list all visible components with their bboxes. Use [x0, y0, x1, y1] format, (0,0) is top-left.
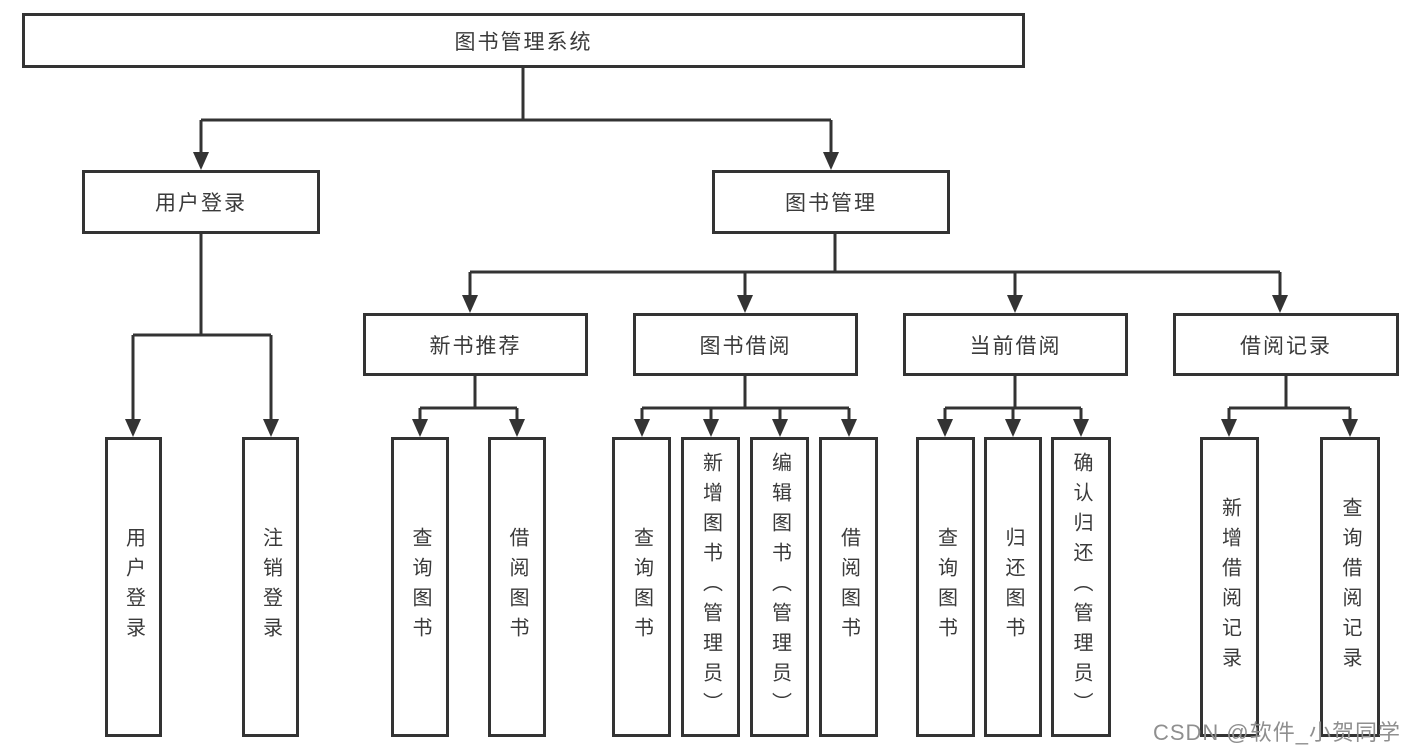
node-leaf-logout: 注销登录	[242, 437, 299, 737]
arrowhead-icon	[263, 419, 279, 437]
node-leaf-query-books-rec: 查询图书	[391, 437, 449, 737]
arrowhead-icon	[737, 295, 753, 313]
node-label-leaf-query-books-borrow: 查询图书	[630, 527, 653, 647]
node-label-user-login-module: 用户登录	[155, 192, 247, 215]
node-label-leaf-add-borrow-record: 新增借阅记录	[1218, 497, 1241, 677]
node-label-book-management-module: 图书管理	[785, 192, 877, 215]
node-book-management-module: 图书管理	[712, 170, 950, 234]
node-leaf-add-books-admin: 新增图书（管理员）	[681, 437, 740, 737]
node-book-borrowing: 图书借阅	[633, 313, 858, 376]
arrowhead-icon	[1272, 295, 1288, 313]
node-leaf-confirm-return-admin: 确认归还（管理员）	[1051, 437, 1111, 737]
node-leaf-return-books: 归还图书	[984, 437, 1042, 737]
arrowhead-icon	[937, 419, 953, 437]
node-label-leaf-logout: 注销登录	[259, 527, 282, 647]
node-label-root-system: 图书管理系统	[454, 30, 593, 54]
node-label-leaf-borrow-books-rec: 借阅图书	[506, 527, 528, 647]
node-label-leaf-add-books-admin: 新增图书（管理员）	[699, 452, 722, 722]
arrowhead-icon	[1073, 419, 1089, 437]
node-label-leaf-return-books: 归还图书	[1002, 527, 1024, 647]
arrowhead-icon	[1007, 295, 1023, 313]
node-leaf-query-borrow-record: 查询借阅记录	[1320, 437, 1380, 737]
arrowhead-icon	[125, 419, 141, 437]
arrowhead-icon	[823, 152, 839, 170]
arrowhead-icon	[1005, 419, 1021, 437]
node-label-new-book-recommendation: 新书推荐	[429, 334, 522, 358]
node-leaf-query-books-borrow: 查询图书	[612, 437, 671, 737]
node-leaf-borrow-books-rec: 借阅图书	[488, 437, 546, 737]
node-user-login-module: 用户登录	[82, 170, 320, 234]
arrowhead-icon	[772, 419, 788, 437]
node-borrowing-records: 借阅记录	[1173, 313, 1399, 376]
node-leaf-borrow-books: 借阅图书	[819, 437, 878, 737]
node-leaf-add-borrow-record: 新增借阅记录	[1200, 437, 1259, 737]
node-label-leaf-edit-books-admin: 编辑图书（管理员）	[768, 452, 791, 722]
node-leaf-edit-books-admin: 编辑图书（管理员）	[750, 437, 809, 737]
node-root-system: 图书管理系统	[22, 13, 1025, 68]
node-label-leaf-borrow-books: 借阅图书	[837, 527, 860, 647]
node-label-current-borrowing: 当前借阅	[969, 334, 1062, 358]
csdn-watermark: CSDN @软件_小贺同学	[1152, 720, 1401, 745]
arrowhead-icon	[1342, 419, 1358, 437]
node-label-borrowing-records: 借阅记录	[1240, 334, 1332, 358]
arrowhead-icon	[1221, 419, 1237, 437]
arrowhead-icon	[412, 419, 428, 437]
node-current-borrowing: 当前借阅	[903, 313, 1128, 376]
arrowhead-icon	[841, 419, 857, 437]
node-label-leaf-user-login: 用户登录	[122, 527, 145, 647]
node-leaf-user-login: 用户登录	[105, 437, 162, 737]
node-label-leaf-query-books-rec: 查询图书	[409, 527, 431, 647]
node-label-leaf-confirm-return-admin: 确认归还（管理员）	[1070, 452, 1092, 722]
arrowhead-icon	[703, 419, 719, 437]
node-label-book-borrowing: 图书借阅	[699, 334, 792, 358]
node-label-leaf-query-books-current: 查询图书	[934, 527, 957, 647]
node-leaf-query-books-current: 查询图书	[916, 437, 975, 737]
node-label-leaf-query-borrow-record: 查询借阅记录	[1339, 497, 1361, 677]
node-new-book-recommendation: 新书推荐	[363, 313, 588, 376]
arrowhead-icon	[509, 419, 525, 437]
arrowhead-icon	[634, 419, 650, 437]
arrowhead-icon	[462, 295, 478, 313]
arrowhead-icon	[193, 152, 209, 170]
